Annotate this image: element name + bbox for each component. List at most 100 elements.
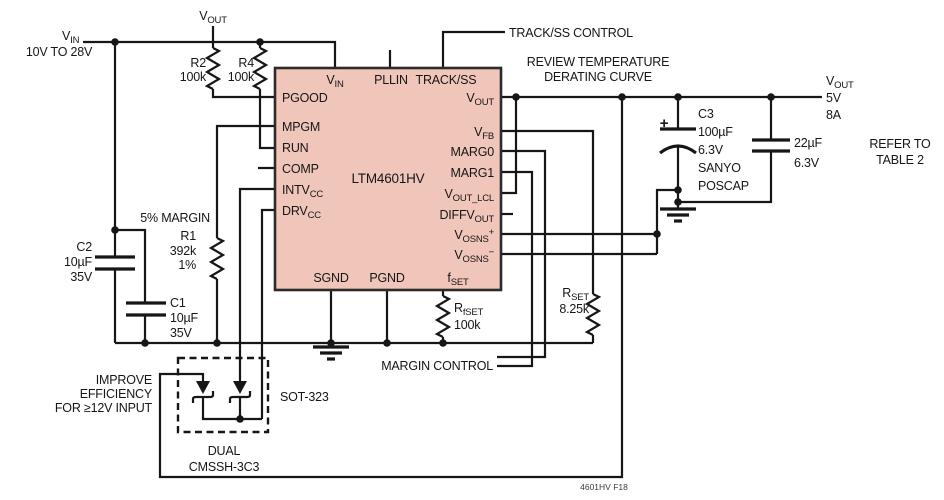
input-range-label: 10V TO 28V xyxy=(26,45,93,59)
output-spec2-label: 8A xyxy=(826,108,842,122)
capacitor-22uf xyxy=(752,138,790,153)
schottky-cathode-bar xyxy=(191,391,215,403)
pin-label-sgnd: SGND xyxy=(313,271,348,285)
wire-mpgm-r1 xyxy=(215,124,275,238)
c22-value-label: 22µF xyxy=(794,136,823,150)
resistor-rfset xyxy=(434,295,452,338)
schottky-diode-left xyxy=(191,381,215,403)
capacitor-c2 xyxy=(95,255,135,271)
ic-body xyxy=(273,66,503,292)
r4-value-label: 100k xyxy=(228,70,255,84)
junction-dot xyxy=(256,38,264,46)
pin-label-drvcc: DRVCC xyxy=(282,204,321,221)
diode-triangle xyxy=(233,381,247,394)
resistor-symbol xyxy=(208,237,226,280)
diode-name-line1: DUAL xyxy=(208,444,241,458)
improve-note-line1: IMPROVE xyxy=(96,373,152,387)
resistor-rset xyxy=(584,293,602,336)
pin-label-comp: COMP xyxy=(282,162,319,176)
figure-id-label: 4601HV F18 xyxy=(580,482,628,492)
derating-note-line2: DERATING CURVE xyxy=(544,70,652,84)
capacitor-c3 xyxy=(659,127,697,155)
ground-symbol-sgnd xyxy=(313,345,349,361)
sot323-package-label: SOT-323 xyxy=(280,390,329,404)
pin-label-voutlcl: VOUT_LCL xyxy=(444,187,494,204)
wire-r4-run xyxy=(258,89,275,150)
pin-label-trackss: TRACK/SS xyxy=(416,73,477,87)
margin-note: 5% MARGIN xyxy=(140,211,210,225)
c1-voltage-label: 35V xyxy=(170,326,193,340)
pin-label-marg0: MARG0 xyxy=(451,145,495,159)
wire-diode-cathode-bus xyxy=(201,398,262,421)
r2-ref-label: R2 xyxy=(190,56,206,70)
junction-dot xyxy=(111,38,119,46)
junction-dot xyxy=(236,415,244,423)
diode-name-line2: CMSSH-3C3 xyxy=(189,460,260,474)
junction-dot xyxy=(674,93,682,101)
r2-value-label: 100k xyxy=(180,70,207,84)
wire-r2-pgood xyxy=(211,89,275,99)
wire-vout-diode-loop xyxy=(158,97,624,479)
junction-dot xyxy=(674,198,682,206)
rfset-value-label: 100k xyxy=(454,318,481,332)
pin-label-vfb: VFB xyxy=(474,125,494,142)
r4-ref-label: R4 xyxy=(238,56,254,70)
pin-label-fset: fSET xyxy=(447,271,469,288)
wire-c22-bottom xyxy=(678,151,773,204)
junction-dot xyxy=(653,230,661,238)
junction-dot xyxy=(213,339,221,347)
resistor-symbol xyxy=(434,295,452,338)
ic-part-number: LTM4601HV xyxy=(352,171,425,186)
c3-mfr-label: SANYO xyxy=(698,161,741,175)
pin-label-run: RUN xyxy=(282,141,309,155)
pin-label-vout: VOUT xyxy=(466,91,494,108)
derating-note-line1: REVIEW TEMPERATURE xyxy=(527,55,669,69)
vout-node-label: VOUT xyxy=(199,9,227,26)
resistor-symbol xyxy=(251,47,269,90)
c2-ref-label: C2 xyxy=(76,240,92,254)
schottky-diode-right xyxy=(228,381,252,403)
wire-voutlcl xyxy=(501,97,518,195)
diode-triangle xyxy=(196,381,210,394)
capacitor-c1 xyxy=(126,301,166,317)
c1-value-label: 10µF xyxy=(170,311,199,325)
pin-label-vosns-plus: VOSNS+ xyxy=(454,227,494,245)
junction-dots xyxy=(111,38,775,423)
resistor-r1 xyxy=(208,237,226,280)
pin-label-pgood: PGOOD xyxy=(282,91,328,105)
wire-intvcc-diode xyxy=(238,187,275,381)
pin-label-vosns-minus: VOSNS− xyxy=(454,247,494,265)
pin-label-pgnd: PGND xyxy=(369,271,404,285)
c2-voltage-label: 35V xyxy=(70,270,93,284)
pin-label-diffvout: DIFFVOUT xyxy=(439,208,494,225)
c3-voltage-label: 6.3V xyxy=(698,143,724,157)
junction-dot xyxy=(327,339,335,347)
junction-dot xyxy=(767,93,775,101)
wire-drvcc-diode xyxy=(260,208,275,419)
c3-ref-label: C3 xyxy=(698,107,714,121)
junction-dot xyxy=(383,339,391,347)
wire-marg1 xyxy=(497,170,534,368)
rfset-ref-label: RfSET xyxy=(454,301,484,318)
junction-dot xyxy=(141,339,149,347)
pin-label-intvcc: INTVCC xyxy=(282,183,323,200)
sot323-dashed-outline xyxy=(176,356,270,434)
pin-label-pllin: PLLIN xyxy=(374,73,408,87)
r1-ref-label: R1 xyxy=(180,229,196,243)
cap-plate-curved xyxy=(659,144,697,155)
input-voltage-label: VIN xyxy=(62,29,80,46)
resistor-r4 xyxy=(251,47,269,90)
c3-value-label: 100µF xyxy=(698,125,733,139)
c2-value-label: 10µF xyxy=(64,255,93,269)
trackss-control-note: TRACK/SS CONTROL xyxy=(509,26,633,40)
rset-value-label: 8.25k xyxy=(559,302,590,316)
improve-note-line2: EFFICIENCY xyxy=(80,387,153,401)
wire-vin-rail xyxy=(83,40,337,68)
junction-dot xyxy=(111,226,119,234)
pin-label-marg1: MARG1 xyxy=(451,166,495,180)
wire-c1-top xyxy=(115,228,147,303)
schottky-cathode-bar xyxy=(228,391,252,403)
pin-label-vin: VIN xyxy=(326,73,344,90)
c1-ref-label: C1 xyxy=(170,296,186,310)
